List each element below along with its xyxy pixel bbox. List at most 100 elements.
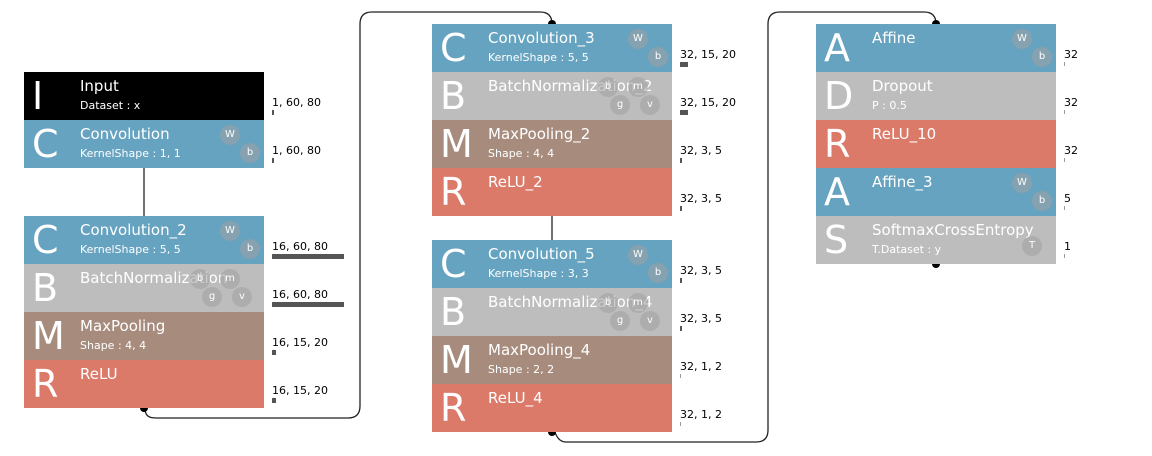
output-size-bar [680,206,682,211]
layer-name: MaxPooling [80,317,166,335]
layer-param: Dataset : x [80,99,141,112]
connection-wire [551,11,937,443]
param-badge-w[interactable]: W [628,29,648,49]
param-badge-b[interactable]: b [240,143,260,163]
layer-letter: R [32,362,59,406]
param-badge-b[interactable]: b [240,239,260,259]
layer-param: P : 0.5 [872,99,907,112]
layer-name: Dropout [872,77,933,95]
param-badge-m[interactable]: m [628,293,648,313]
layer-name: Input [80,77,119,95]
layer-name: Convolution_3 [488,29,595,47]
output-shape-label: 32, 1, 2 [680,360,722,373]
output-shape-label: 32, 3, 5 [680,144,722,157]
layer-name: ReLU_2 [488,173,543,191]
output-shape-label: 1, 60, 80 [272,96,321,109]
param-badge-t[interactable]: T [1022,236,1042,256]
param-badge-w[interactable]: W [220,125,240,145]
layer-letter: C [32,122,59,166]
layer-param: KernelShape : 5, 5 [80,243,181,256]
layer-letter: B [440,290,467,334]
param-badge-b[interactable]: b [190,269,210,289]
output-size-bar [1064,62,1065,66]
output-shape-label: 32, 3, 5 [680,312,722,325]
param-badge-b[interactable]: b [1032,47,1052,67]
param-badge-m[interactable]: m [220,269,240,289]
param-badge-w[interactable]: W [1012,29,1032,49]
layer-letter: M [440,338,473,382]
output-size-bar [680,278,682,283]
output-size-bar [680,326,682,331]
layer-name: Affine [872,29,916,47]
output-size-bar [1064,110,1065,114]
output-shape-label: 32, 3, 5 [680,192,722,205]
layer-letter: C [440,242,467,286]
layer-letter: I [32,74,44,118]
param-badge-g[interactable]: g [610,311,630,331]
layer-letter: C [32,218,59,262]
param-badge-b[interactable]: b [598,77,618,97]
layer-param: Shape : 4, 4 [80,339,147,352]
layer-relu-4[interactable]: R ReLU_4 [432,384,672,432]
param-badge-g[interactable]: g [202,287,222,307]
param-badge-v[interactable]: v [640,95,660,115]
param-badge-w[interactable]: W [220,221,240,241]
output-size-bar [272,110,274,115]
layer-name: Convolution_2 [80,221,187,239]
output-size-bar [680,110,688,115]
output-shape-label: 16, 60, 80 [272,240,328,253]
layer-name: ReLU_4 [488,389,543,407]
layer-name: ReLU_10 [872,125,937,143]
param-badge-b[interactable]: b [648,263,668,283]
layer-param: KernelShape : 5, 5 [488,51,589,64]
param-badge-b[interactable]: b [1032,191,1052,211]
output-shape-label: 32 [1064,48,1078,61]
layer-letter: M [32,314,65,358]
layer-name: MaxPooling_4 [488,341,591,359]
output-shape-label: 1 [1064,240,1071,253]
layer-name: Convolution_5 [488,245,595,263]
param-badge-g[interactable]: g [610,95,630,115]
param-badge-v[interactable]: v [640,311,660,331]
layer-letter: R [440,386,467,430]
output-shape-label: 32, 15, 20 [680,48,736,61]
layer-param: Shape : 2, 2 [488,363,555,376]
param-badge-v[interactable]: v [232,287,252,307]
param-badge-b[interactable]: b [648,47,668,67]
layer-letter: B [32,266,59,310]
layer-letter: A [824,26,850,70]
layer-param: KernelShape : 3, 3 [488,267,589,280]
layer-name: SoftmaxCrossEntropy [872,221,1034,239]
output-size-bar [272,398,276,403]
output-shape-label: 1, 60, 80 [272,144,321,157]
output-shape-label: 16, 15, 20 [272,336,328,349]
param-badge-b[interactable]: b [598,293,618,313]
output-size-bar [680,374,681,378]
output-shape-label: 32, 3, 5 [680,264,722,277]
output-size-bar [680,158,682,163]
output-shape-label: 5 [1064,192,1071,205]
param-badge-m[interactable]: m [628,77,648,97]
param-badge-w[interactable]: W [628,245,648,265]
connection-wire [143,11,553,419]
param-badge-w[interactable]: W [1012,173,1032,193]
output-shape-label: 32 [1064,144,1078,157]
